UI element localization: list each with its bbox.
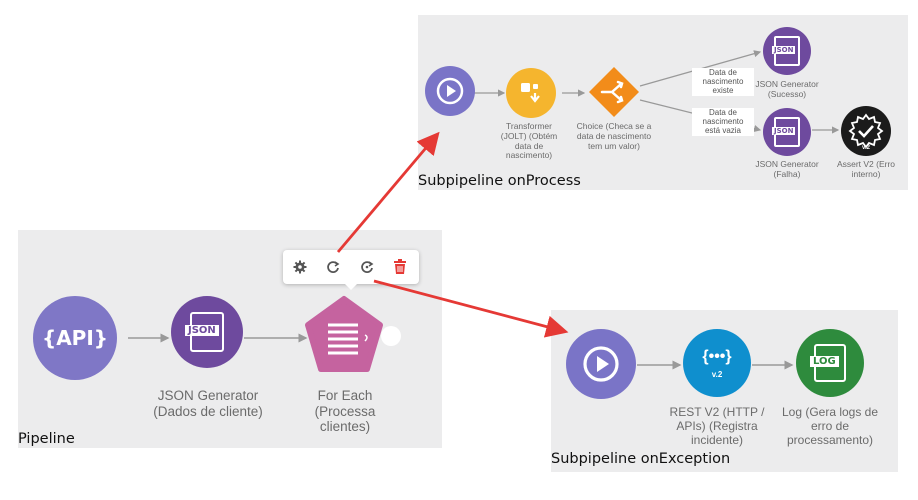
log-label: Log (Gera logs de erro de processamento) <box>781 405 879 447</box>
start-node[interactable] <box>566 329 636 399</box>
choice-icon <box>589 67 639 117</box>
onprocess-caption: Subpipeline onProcess <box>418 173 581 189</box>
json-generator-success-label: JSON Generator (Sucesso) <box>755 79 819 99</box>
transformer-icon <box>521 83 540 103</box>
branch-label-exists: Data de nascimento existe <box>692 68 754 97</box>
gear-check-icon <box>848 113 884 149</box>
json-generator-label: JSON Generator (Dados de cliente) <box>153 388 263 419</box>
node-toolbar <box>283 250 419 290</box>
assert-label: Assert V2 (Erro interno) <box>836 159 896 179</box>
play-icon <box>583 346 619 382</box>
pipeline-caption: Pipeline <box>18 431 75 447</box>
start-node[interactable] <box>425 66 475 116</box>
log-file-icon: LOG <box>810 344 846 382</box>
for-each-icon <box>305 296 383 372</box>
onprocess-panel <box>418 15 908 190</box>
json-file-icon: JSON <box>772 117 800 147</box>
refresh-icon[interactable] <box>323 257 343 277</box>
transformer-node[interactable] <box>506 68 556 118</box>
json-generator-node[interactable]: JSON <box>171 296 243 368</box>
log-node[interactable]: LOG <box>796 329 864 397</box>
trash-icon[interactable] <box>390 257 410 277</box>
rest-v2-label: REST V2 (HTTP / APIs) (Registra incident… <box>669 405 765 447</box>
arrow-to-onexception <box>373 279 569 338</box>
refresh-alt-icon[interactable] <box>357 257 377 277</box>
json-generator-success-node[interactable]: JSON <box>763 27 811 75</box>
api-text: {API} <box>41 326 109 350</box>
api-node[interactable]: {API} <box>33 296 117 380</box>
onexception-caption: Subpipeline onException <box>551 451 731 467</box>
arrow-to-onprocess <box>336 131 440 253</box>
play-icon <box>436 77 464 105</box>
rest-v2-node[interactable]: {•••} v.2 <box>683 329 751 397</box>
gear-icon[interactable] <box>290 257 310 277</box>
assert-node[interactable]: v.2 <box>841 106 891 156</box>
toolbar-pointer <box>344 283 358 290</box>
choice-label: Choice (Checa se a data de nascimento te… <box>576 121 652 151</box>
for-each-output-port[interactable] <box>381 326 401 346</box>
choice-node[interactable] <box>588 66 640 118</box>
transformer-label: Transformer (JOLT) (Obtém data de nascim… <box>500 121 558 161</box>
branch-label-empty: Data de nascimento está vazia <box>692 108 754 137</box>
for-each-label: For Each (Processa clientes) <box>314 388 376 435</box>
for-each-node[interactable] <box>303 295 385 377</box>
json-file-icon: JSON <box>185 312 224 352</box>
json-generator-fail-node[interactable]: JSON <box>763 108 811 156</box>
json-file-icon: JSON <box>772 36 800 66</box>
json-generator-fail-label: JSON Generator (Falha) <box>755 159 819 179</box>
